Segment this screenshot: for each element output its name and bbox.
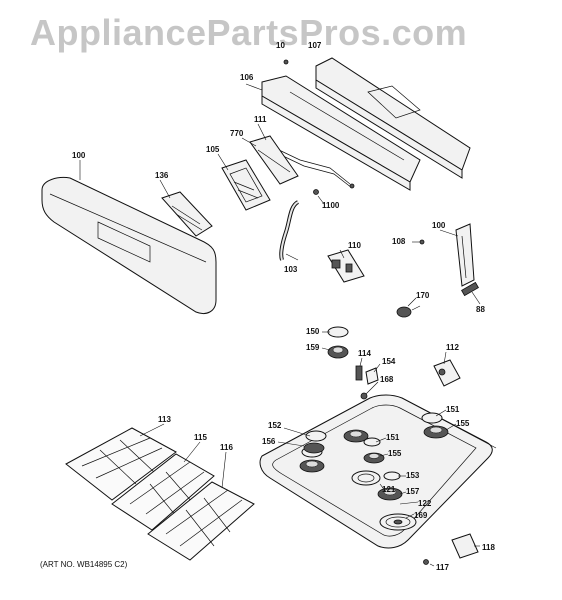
burner-right[interactable] [421, 412, 449, 439]
callout-88: 88 [476, 305, 485, 314]
callout-121: 121 [382, 485, 396, 494]
callout-112: 112 [446, 343, 459, 352]
part-110-bracket[interactable] [327, 249, 365, 283]
callout-113: 113 [158, 415, 171, 424]
callout-155a: 155 [456, 419, 470, 428]
callout-1100: 1100 [322, 201, 340, 210]
callout-106: 106 [240, 73, 254, 82]
callout-122: 122 [418, 499, 432, 508]
burner-front-right[interactable] [377, 471, 403, 501]
callout-170: 170 [416, 291, 430, 300]
part-136-overlay[interactable] [161, 191, 213, 237]
part-105-electronic-control[interactable] [221, 159, 271, 211]
burner-center[interactable] [363, 452, 385, 464]
art-number: (ART NO. WB14895 C2) [40, 560, 128, 569]
part-159-burner-head[interactable] [327, 345, 349, 359]
callout-153: 153 [406, 471, 420, 480]
callout-105: 105 [206, 145, 220, 154]
part-150-burner-cap[interactable] [327, 326, 349, 338]
part-770-control-board[interactable] [249, 135, 299, 185]
callout-labels: 100 136 105 770 111 106 10 107 1100 103 … [72, 41, 495, 572]
watermark-text: AppliancePartsPros.com [30, 12, 468, 53]
callout-159: 159 [306, 343, 320, 352]
callout-118: 118 [482, 543, 495, 552]
burner-left-head[interactable] [303, 430, 327, 454]
part-168-fitting[interactable] [360, 392, 368, 400]
callout-154: 154 [382, 357, 396, 366]
part-122-cooktop[interactable] [259, 394, 497, 549]
part-114-ignitor[interactable] [355, 365, 363, 381]
part-154-bracket[interactable] [365, 367, 379, 385]
callout-770: 770 [230, 129, 244, 138]
callout-115: 115 [194, 433, 207, 442]
callout-100: 100 [432, 221, 446, 230]
callout-155b: 155 [388, 449, 402, 458]
callout-152: 152 [268, 421, 282, 430]
burner-rear-center[interactable] [343, 429, 381, 447]
callout-107: 107 [308, 41, 322, 50]
fastener-icon [283, 59, 289, 65]
part-107-back-trim[interactable] [315, 57, 471, 179]
burner-front-center[interactable] [351, 470, 381, 486]
part-117-screw[interactable] [423, 559, 429, 565]
part-104-control-panel[interactable] [41, 177, 217, 314]
callout-111: 111 [254, 115, 267, 124]
part-100-side-trim[interactable] [455, 223, 475, 287]
part-1100-screw[interactable] [313, 189, 325, 205]
part-108-screw[interactable] [419, 239, 425, 245]
part-116-grate-right[interactable] [147, 481, 255, 561]
burner-front-large[interactable] [379, 513, 417, 531]
callout-108: 108 [392, 237, 406, 246]
callout-156: 156 [262, 437, 276, 446]
callout-103: 103 [284, 265, 298, 274]
callout-117: 117 [436, 563, 449, 572]
part-115-grate-center[interactable] [111, 453, 215, 531]
leader-lines [79, 83, 481, 567]
callout-104: 100 [72, 151, 86, 160]
part-112-valve[interactable] [433, 359, 461, 387]
callout-150: 150 [306, 327, 320, 336]
callout-151a: 151 [446, 405, 460, 414]
callout-151b: 151 [386, 433, 400, 442]
part-106-manifold-panel[interactable] [261, 75, 421, 191]
part-88-clip[interactable] [461, 281, 479, 297]
callout-10x: 10 [276, 41, 285, 50]
part-118-bracket[interactable] [451, 533, 479, 559]
callout-116: 116 [220, 443, 233, 452]
callout-168: 168 [380, 375, 394, 384]
part-103-tube[interactable] [279, 200, 300, 261]
part-113-grate-left[interactable] [65, 427, 177, 501]
callout-169: 169 [414, 511, 428, 520]
callout-110: 110 [348, 241, 361, 250]
callout-136: 136 [155, 171, 169, 180]
callout-114: 114 [358, 349, 371, 358]
part-170-knob[interactable] [396, 297, 417, 318]
callout-157: 157 [406, 487, 420, 496]
